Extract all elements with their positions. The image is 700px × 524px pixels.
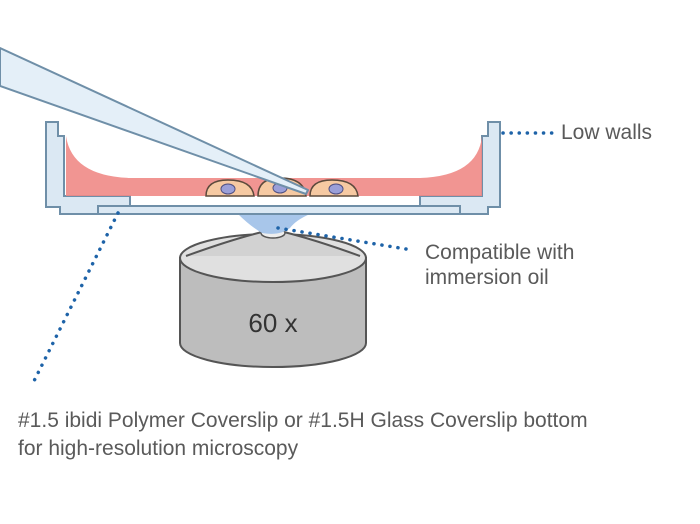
cell [205, 179, 255, 197]
callout-line-coverslip [30, 211, 120, 387]
objective-lens [179, 227, 367, 368]
low-walls-label: Low walls [561, 121, 653, 144]
immersion-oil-drop [238, 214, 310, 234]
coverslip-label-line2: for high-resolution microscopy [18, 437, 299, 461]
callout-line-immersion-oil [276, 226, 414, 252]
cell [309, 179, 359, 197]
pipette [0, 47, 309, 195]
nucleus [328, 183, 344, 195]
coverslip [97, 205, 461, 215]
culture-medium [66, 136, 482, 196]
immersion-oil-label: Compatible with immersion oil [425, 240, 574, 290]
coverslip-label-line1: #1.5 ibidi Polymer Coverslip or #1.5H Gl… [18, 409, 588, 432]
coverslip-label: #1.5 ibidi Polymer Coverslip or #1.5H Gl… [18, 407, 588, 464]
dish-right-wall [419, 121, 501, 215]
immersion-oil-label-line2: immersion oil [425, 266, 549, 290]
callout-lines [30, 131, 554, 387]
dish-left-wall [45, 121, 131, 215]
nucleus [220, 183, 236, 195]
immersion-oil-label-line1: Compatible with [425, 241, 575, 264]
objective-magnification-label: 60 x [248, 308, 298, 338]
objective-body [179, 257, 367, 368]
